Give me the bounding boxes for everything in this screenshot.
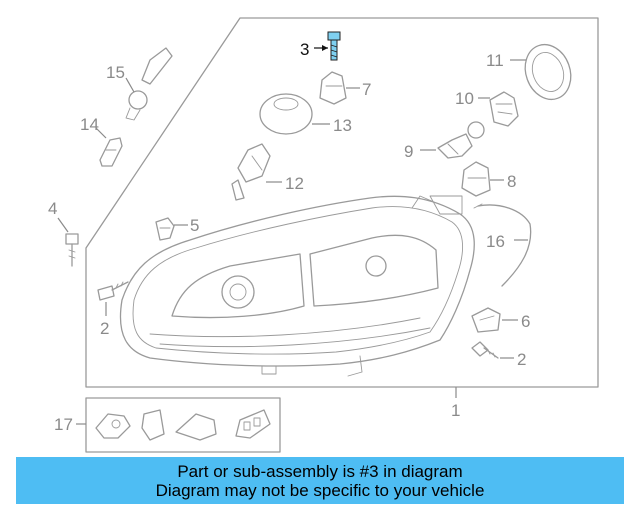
callout-17: 17 xyxy=(54,415,73,434)
callout-15: 15 xyxy=(106,63,125,82)
callout-13: 13 xyxy=(333,116,352,135)
part-2-bolt-right xyxy=(471,341,499,359)
callout-14: 14 xyxy=(80,115,99,134)
part-10-socket xyxy=(489,91,519,127)
callout-2a: 2 xyxy=(100,319,109,338)
part-8-connector xyxy=(461,161,491,197)
callout-10: 10 xyxy=(455,89,474,108)
part-11-cap xyxy=(524,43,572,101)
callout-16: 16 xyxy=(486,232,505,251)
subassembly-17-box xyxy=(85,397,281,453)
parts-diagram: 1 17 2 xyxy=(48,17,599,453)
callout-11: 11 xyxy=(486,51,504,70)
part-9-bulb xyxy=(437,121,485,159)
part-16-wire xyxy=(473,203,532,287)
part-15-bulb xyxy=(125,47,173,121)
part-3-bolt-highlighted xyxy=(327,31,341,61)
callout-7: 7 xyxy=(362,80,371,99)
banner-line-1: Part or sub-assembly is #3 in diagram xyxy=(177,462,463,481)
callout-6: 6 xyxy=(521,312,530,331)
leader-3-arrow xyxy=(322,45,328,51)
callout-1: 1 xyxy=(451,401,460,420)
leader-15 xyxy=(125,77,135,93)
callout-2b: 2 xyxy=(517,350,526,369)
part-14-bulb xyxy=(99,137,123,167)
callout-5: 5 xyxy=(190,216,199,235)
leader-14 xyxy=(95,127,107,139)
callout-12: 12 xyxy=(285,174,304,193)
part-5-plug xyxy=(155,217,175,241)
part-4-screw xyxy=(65,233,79,267)
headlamp-housing xyxy=(119,195,475,377)
info-banner: Part or sub-assembly is #3 in diagram Di… xyxy=(16,457,624,504)
banner-line-2: Diagram may not be specific to your vehi… xyxy=(155,481,485,500)
callout-4: 4 xyxy=(48,199,57,218)
callout-8: 8 xyxy=(507,172,516,191)
part-7-connector xyxy=(319,71,347,105)
part-6-bracket xyxy=(471,307,501,333)
part-2-bolt-left xyxy=(97,281,129,301)
part-12-bulb xyxy=(231,143,271,201)
part-17-sensors xyxy=(95,409,271,441)
leader-4 xyxy=(57,217,69,233)
assembly-frame xyxy=(85,17,599,388)
callout-9: 9 xyxy=(404,142,413,161)
part-13-cover xyxy=(259,93,313,135)
callout-3: 3 xyxy=(300,40,309,59)
